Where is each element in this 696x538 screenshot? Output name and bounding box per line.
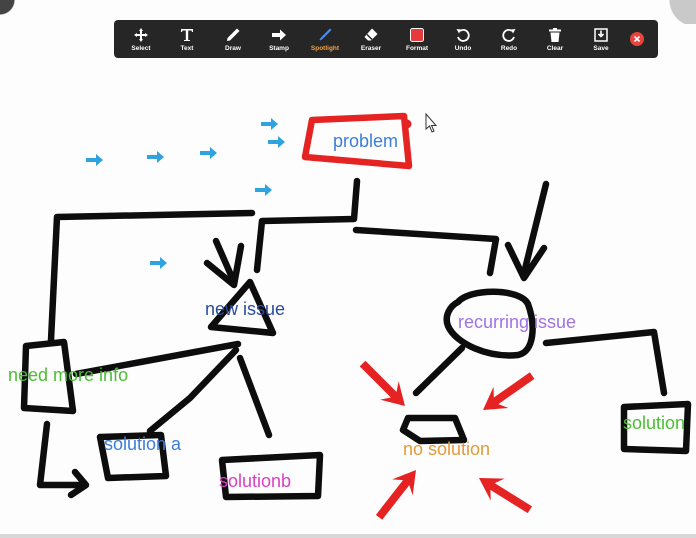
blue-arrow-stamps: [86, 118, 285, 269]
undo-button[interactable]: Undo: [440, 22, 486, 56]
eraser-tool-label: Eraser: [360, 44, 382, 52]
ink-stroke: [67, 468, 90, 499]
spotlight-dot: [402, 119, 412, 129]
select-tool-label: Select: [131, 44, 151, 52]
blue-arrow-stamp: [255, 184, 272, 196]
ink-stroke: [542, 328, 668, 397]
move-icon: [134, 27, 148, 42]
format-tool-button[interactable]: Format: [394, 22, 440, 56]
blue-arrow-stamp: [268, 136, 285, 148]
red-arrow-stamp: [483, 372, 535, 410]
clear-label: Clear: [546, 44, 564, 52]
arrow-stamp-icon: [272, 29, 286, 40]
close-toolbar-button[interactable]: [624, 22, 650, 56]
ink-stroke: [504, 241, 548, 282]
text-icon: [181, 28, 193, 41]
clear-button[interactable]: Clear: [532, 22, 578, 56]
select-tool-button[interactable]: Select: [118, 22, 164, 56]
save-label: Save: [593, 44, 609, 52]
ink-stroke: [47, 209, 256, 344]
ink-stroke: [520, 180, 550, 277]
ink-stroke: [203, 242, 245, 289]
blue-arrow-stamp: [261, 118, 278, 130]
spotlight-tool-label: Spotlight: [310, 44, 340, 52]
ink-stroke: [72, 340, 242, 378]
ink-stroke: [253, 177, 361, 274]
redo-icon: [502, 28, 516, 42]
label-need-more-info: need more info: [8, 365, 129, 385]
label-recurring-issue: recurring issue: [458, 312, 577, 332]
label-solution-a: solution a: [104, 434, 182, 454]
undo-icon: [456, 28, 470, 42]
text-tool-label: Text: [180, 44, 194, 52]
ink-stroke: [620, 400, 692, 455]
ink-stroke: [218, 451, 324, 501]
redo-button[interactable]: Redo: [486, 22, 532, 56]
ink-stroke: [236, 354, 273, 439]
ink-stroke: [36, 420, 87, 489]
blue-arrow-stamp: [86, 154, 103, 166]
ink-stroke: [146, 346, 240, 435]
ink-stroke: [96, 431, 170, 482]
annotation-toolbar: Select Text Draw Stamp Spotlight Eraser …: [114, 20, 658, 58]
red-arrow-stamp: [359, 360, 405, 406]
ink-stroke: [212, 237, 238, 286]
ink-stroke: [412, 344, 466, 397]
draw-tool-button[interactable]: Draw: [210, 22, 256, 56]
red-arrow-stamps: [359, 360, 535, 520]
format-tool-label: Format: [405, 44, 429, 52]
eraser-tool-button[interactable]: Eraser: [348, 22, 394, 56]
window-corner: [0, 0, 22, 22]
blue-arrow-stamp: [147, 151, 164, 163]
format-color-icon: [410, 27, 424, 42]
ink-stroke: [399, 414, 468, 445]
mouse-cursor: [425, 112, 438, 133]
trash-icon: [549, 27, 561, 42]
ink-stroke: [352, 226, 500, 277]
bottom-edge: [0, 534, 696, 538]
red-arrow-stamp: [375, 470, 416, 520]
stamp-tool-button[interactable]: Stamp: [256, 22, 302, 56]
redo-label: Redo: [500, 44, 518, 52]
ink-strokes: [20, 177, 692, 501]
problem-highlight-box: [301, 112, 413, 170]
label-no-solution: no solution: [403, 439, 491, 459]
save-button[interactable]: Save: [578, 22, 624, 56]
label-problem: problem: [333, 131, 399, 151]
eraser-icon: [364, 28, 378, 40]
ink-stroke: [207, 278, 277, 337]
blue-arrow-stamp: [150, 257, 167, 269]
undo-label: Undo: [454, 44, 472, 52]
stamp-tool-label: Stamp: [269, 44, 289, 52]
red-arrow-stamp: [479, 478, 533, 514]
label-solution-right: solution: [623, 413, 686, 433]
spotlight-icon: [319, 28, 332, 40]
spotlight-tool-button[interactable]: Spotlight: [302, 22, 348, 56]
pen-icon: [227, 28, 240, 41]
label-solutionb: solutionb: [219, 471, 292, 491]
ink-stroke: [443, 288, 536, 359]
ink-stroke: [20, 338, 77, 415]
blue-arrow-stamp: [200, 147, 217, 159]
save-icon: [594, 27, 608, 42]
label-new-issue: new issue: [205, 299, 286, 319]
close-icon: [630, 32, 644, 46]
text-tool-button[interactable]: Text: [164, 22, 210, 56]
draw-tool-label: Draw: [225, 44, 241, 52]
